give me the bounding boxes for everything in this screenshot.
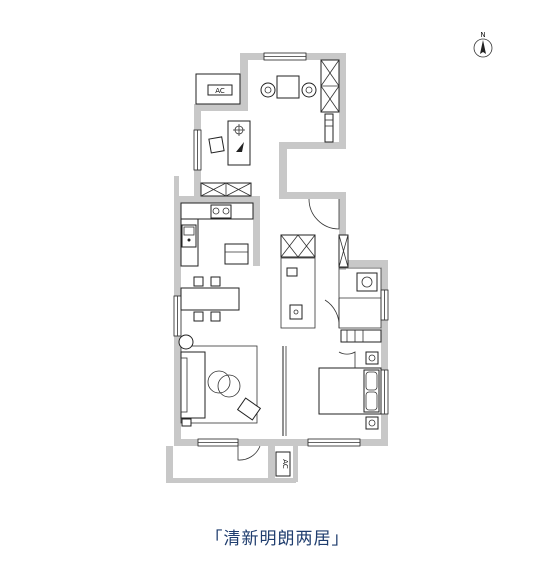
- ac-label-bottom: AC: [281, 459, 289, 469]
- plan-caption: 「清新明朗两居」: [205, 529, 350, 549]
- tv-partition: [282, 346, 287, 436]
- hall-cabinet: [200, 182, 252, 197]
- north-compass: N: [473, 31, 493, 58]
- dining-set: [180, 276, 240, 322]
- storage-cabinet-top: [320, 59, 340, 143]
- compass-label: N: [480, 31, 485, 39]
- entry-door: [308, 198, 340, 230]
- bathroom: [324, 267, 382, 343]
- center-storage: [280, 234, 316, 329]
- bedroom: [318, 351, 382, 430]
- ac-label-top: AC: [215, 87, 225, 95]
- study-desk: [208, 120, 251, 166]
- ac-unit-bottom: AC: [275, 451, 291, 477]
- floor-plan: N: [166, 31, 493, 483]
- ac-unit-top: AC: [195, 73, 241, 105]
- living-room: [178, 334, 262, 427]
- balcony-door: [237, 445, 261, 461]
- balcony-table-set: [260, 75, 317, 99]
- kitchen-counter: [180, 202, 254, 267]
- windows: [173, 52, 389, 447]
- corridor-wardrobe: [338, 234, 349, 268]
